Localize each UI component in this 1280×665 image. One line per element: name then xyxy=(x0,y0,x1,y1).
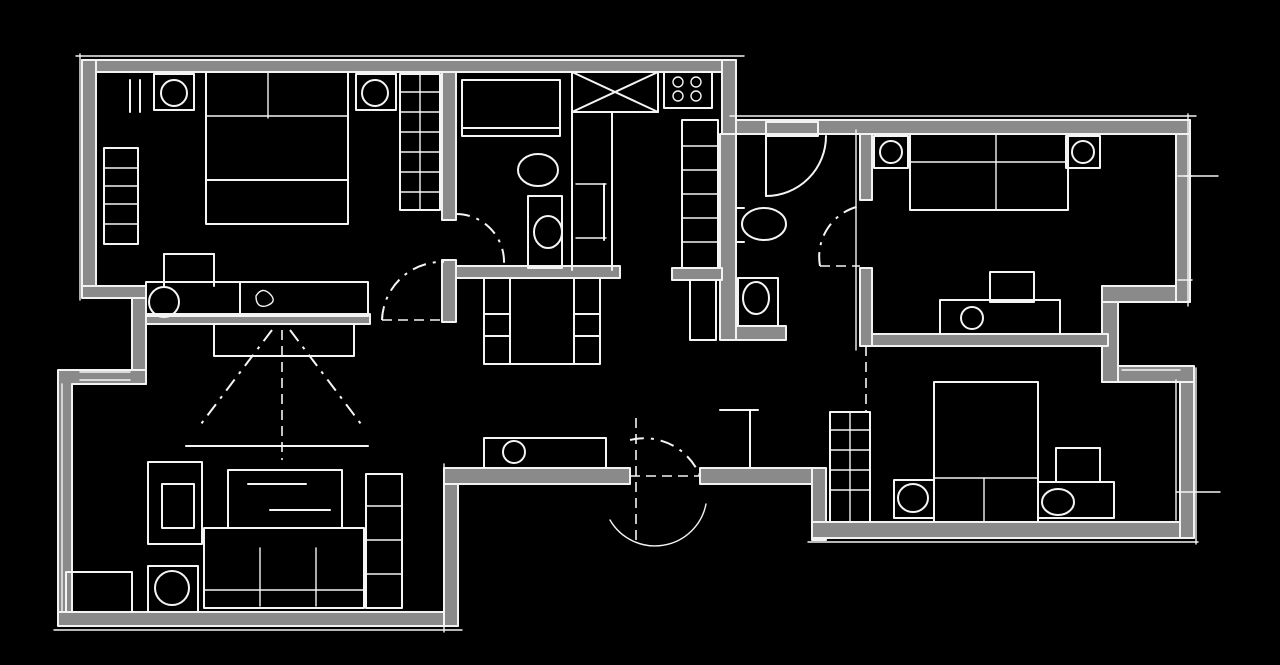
burner-icon xyxy=(672,90,684,102)
dining-table xyxy=(483,277,601,365)
bed xyxy=(205,71,349,225)
bed xyxy=(933,381,1039,523)
toilet-icon xyxy=(533,215,563,249)
armchair xyxy=(147,461,203,545)
bed xyxy=(909,133,1069,211)
toilet-tank xyxy=(737,277,779,327)
side-table xyxy=(147,565,199,613)
lamp-icon xyxy=(897,483,929,513)
lamp-icon xyxy=(1041,488,1075,516)
exterior-walls xyxy=(57,59,1195,627)
lamp-icon xyxy=(154,570,190,606)
bathtub xyxy=(461,79,561,137)
bookshelf xyxy=(365,473,403,609)
lamp-icon xyxy=(160,79,188,107)
coffee-table xyxy=(227,469,343,529)
bedroom-2 xyxy=(873,133,1193,335)
armchair-seat xyxy=(161,483,195,529)
entry-door-arc xyxy=(609,503,707,547)
nightstand-right xyxy=(355,73,397,111)
interior-walls xyxy=(145,71,873,347)
shelf xyxy=(1055,447,1101,483)
lamp-icon xyxy=(879,140,903,164)
nightstand-right xyxy=(1065,135,1101,169)
toilet-icon xyxy=(742,281,770,315)
stool-icon xyxy=(502,440,526,464)
plant-icon xyxy=(255,289,274,307)
nightstand-left xyxy=(893,479,935,519)
kitchen xyxy=(483,71,759,469)
bedroom-3 xyxy=(829,346,1181,523)
vanity xyxy=(765,121,819,137)
master-bedroom xyxy=(103,71,445,357)
bathroom-2 xyxy=(735,121,861,327)
burner-icon xyxy=(690,76,702,88)
bathroom-1 xyxy=(455,79,563,269)
lamp-icon xyxy=(361,79,389,107)
sofa xyxy=(203,527,365,609)
sink-icon xyxy=(741,207,787,241)
desk xyxy=(939,299,1061,335)
hallway xyxy=(483,418,707,547)
fridge xyxy=(689,279,717,341)
living-room xyxy=(61,329,403,613)
lamp-icon xyxy=(1071,140,1095,164)
radiator xyxy=(103,147,139,245)
burner-icon xyxy=(672,76,684,88)
desk-shelf xyxy=(989,271,1035,303)
cabinet xyxy=(65,571,133,613)
chair-icon xyxy=(960,306,984,330)
chair-icon xyxy=(148,286,180,318)
desk xyxy=(145,281,369,317)
burner-icon xyxy=(690,90,702,102)
shoe-cabinet xyxy=(483,437,607,469)
sink-icon xyxy=(517,153,559,187)
sketch-marks xyxy=(53,53,1221,633)
nightstand-left xyxy=(873,135,909,169)
nightstand-left xyxy=(153,73,195,111)
stove xyxy=(663,71,713,109)
tv-stand xyxy=(213,323,355,357)
